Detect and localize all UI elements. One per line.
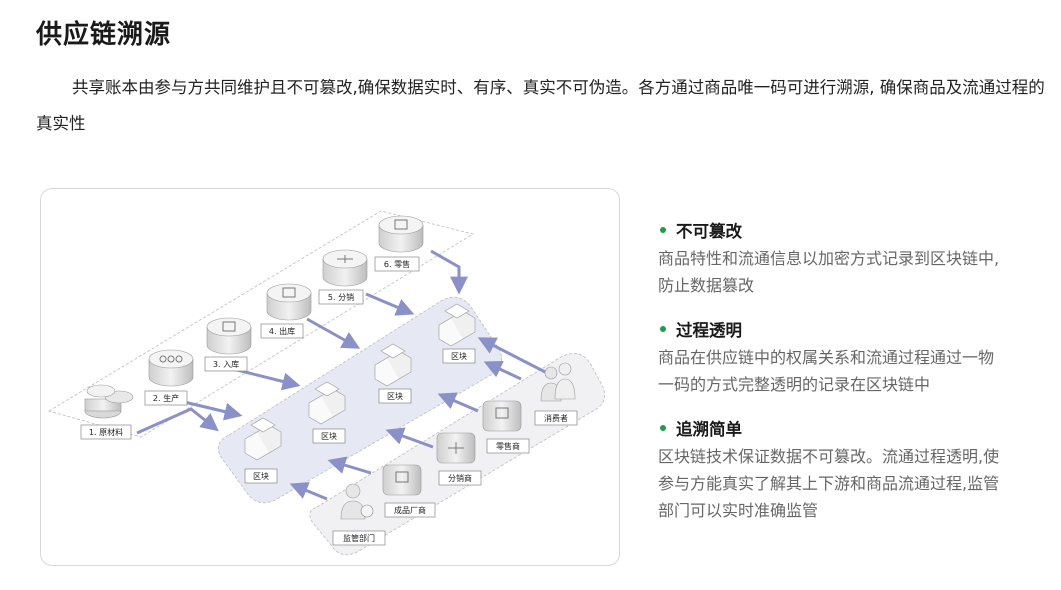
feature-desc: 商品特性和流通信息以加密方式记录到区块链中,防止数据篡改: [658, 249, 1000, 295]
stage-label-6: 6. 零售: [384, 259, 410, 269]
page-title: 供应链溯源: [36, 20, 172, 50]
svg-text:区块: 区块: [387, 391, 403, 401]
participant-manufacturer: 成品厂商: [382, 464, 436, 518]
svg-text:零售商: 零售商: [496, 441, 520, 451]
feature-title: 追溯简单: [676, 420, 742, 439]
stage-raw-material: 1. 原材料: [80, 384, 134, 440]
stage-label-3: 3. 入库: [213, 359, 239, 369]
participant-retailer: 零售商: [482, 400, 530, 454]
svg-text:监管部门: 监管部门: [343, 533, 375, 543]
svg-text:消费者: 消费者: [544, 413, 568, 423]
traceability-diagram: 1. 原材料 2. 生产 3. 入库 4. 出库: [40, 188, 620, 566]
participant-regulator: 监管部门: [332, 483, 386, 546]
participant-distributor: 分销商: [436, 432, 482, 486]
svg-text:成品厂商: 成品厂商: [394, 505, 426, 515]
stage-label-5: 5. 分销: [328, 292, 354, 302]
feature-item: 不可篡改 商品特性和流通信息以加密方式记录到区块链中,防止数据篡改: [658, 218, 1038, 299]
feature-desc: 商品在供应链中的权属关系和流通过程通过一物一码的方式完整透明的记录在区块链中: [658, 348, 995, 394]
bullet-dot-icon: [660, 227, 666, 233]
block-1: 区块: [244, 417, 282, 484]
svg-text:区块: 区块: [253, 471, 269, 481]
stage-label-1: 1. 原材料: [89, 427, 123, 437]
bullet-dot-icon: [660, 425, 666, 431]
feature-item: 追溯简单 区块链技术保证数据不可篡改。流通过程透明,使参与方能真实了解其上下游和…: [658, 416, 1038, 524]
stage-label-4: 4. 出库: [269, 326, 295, 336]
participant-consumer: 消费者: [534, 362, 578, 426]
svg-text:区块: 区块: [451, 351, 467, 361]
stage-retail: 6. 零售: [374, 215, 424, 272]
svg-text:分销商: 分销商: [448, 473, 472, 483]
stage-storage-out: 4. 出库: [260, 283, 312, 339]
stage-production: 2. 生产: [144, 349, 194, 406]
feature-title: 不可篡改: [676, 222, 742, 241]
stage-distribution: 5. 分销: [318, 249, 368, 305]
stage-plane: [48, 210, 475, 438]
block-4: 区块: [438, 303, 476, 364]
block-2: 区块: [308, 381, 346, 444]
intro-paragraph: 共享账本由参与方共同维护且不可篡改,确保数据实时、有序、真实不可伪造。各方通过商…: [36, 78, 1045, 133]
feature-item: 过程透明 商品在供应链中的权属关系和流通过程通过一物一码的方式完整透明的记录在区…: [658, 317, 1038, 398]
feature-desc: 区块链技术保证数据不可篡改。流通过程透明,使参与方能真实了解其上下游和商品流通过…: [658, 447, 1000, 520]
bullet-dot-icon: [660, 326, 666, 332]
svg-text:区块: 区块: [321, 431, 337, 441]
feature-title: 过程透明: [676, 321, 742, 340]
feature-list: 不可篡改 商品特性和流通信息以加密方式记录到区块链中,防止数据篡改 过程透明 商…: [658, 218, 1038, 542]
stage-label-2: 2. 生产: [153, 393, 179, 403]
block-3: 区块: [374, 343, 412, 404]
stage-storage-in: 3. 入库: [204, 317, 252, 372]
